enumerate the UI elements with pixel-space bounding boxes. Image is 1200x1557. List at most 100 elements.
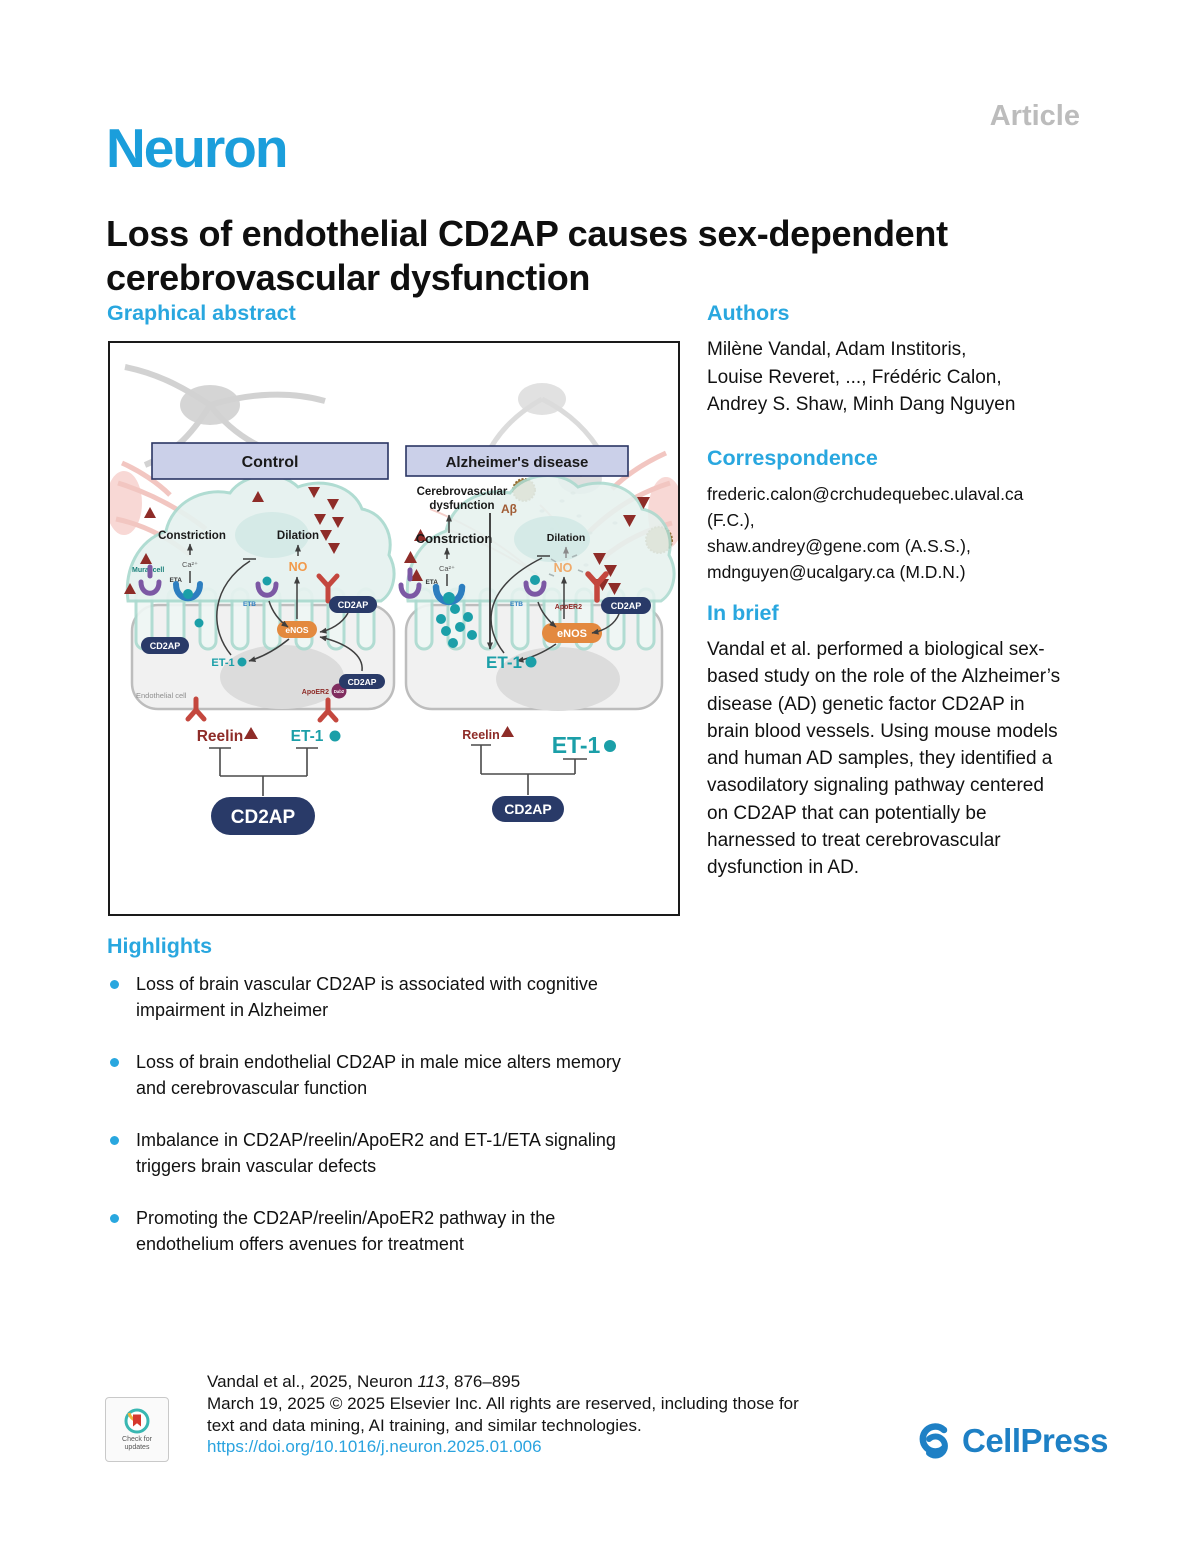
astrocyte-dome-left bbox=[125, 474, 396, 603]
author-line: Andrey S. Shaw, Minh Dang Nguyen bbox=[707, 394, 1016, 415]
citation-block: Vandal et al., 2025, Neuron 113, 876–895… bbox=[207, 1371, 799, 1458]
constriction-label-left: Constriction bbox=[158, 530, 226, 542]
correspondence-list: frederic.calon@crchudequebec.ulaval.ca (… bbox=[707, 481, 1023, 585]
ca-label-left: Ca²⁺ bbox=[182, 560, 198, 569]
svg-text:CD2AP: CD2AP bbox=[611, 601, 642, 611]
highlight-item: Imbalance in CD2AP/reelin/ApoER2 and ET-… bbox=[107, 1128, 692, 1179]
bullet-icon bbox=[110, 1058, 119, 1067]
apoer2-dab-complex-left: ApoER2 Dab2 CD2AP bbox=[302, 674, 385, 699]
highlight-text: Promoting the CD2AP/reelin/ApoER2 pathwa… bbox=[136, 1208, 556, 1254]
highlight-item: Loss of brain endothelial CD2AP in male … bbox=[107, 1050, 692, 1101]
mural-receptor-left bbox=[138, 564, 162, 596]
svg-text:Reelin: Reelin bbox=[197, 728, 244, 745]
highlight-item: Promoting the CD2AP/reelin/ApoER2 pathwa… bbox=[107, 1206, 692, 1257]
et1-dots-cluster-right bbox=[436, 604, 477, 648]
panel-header-control: Control bbox=[151, 442, 389, 480]
etb-receptor-left bbox=[255, 576, 279, 598]
graphical-abstract-svg: Control Alzheimer's disease Constriction… bbox=[106, 364, 684, 835]
svg-text:ET-1: ET-1 bbox=[291, 728, 324, 745]
et1-label-cell-right: ET-1 bbox=[486, 653, 537, 672]
svg-text:eNOS: eNOS bbox=[285, 625, 308, 635]
svg-text:CD2AP: CD2AP bbox=[231, 807, 296, 828]
apoer2-receptor-top-left bbox=[316, 573, 340, 604]
et1-label-cell-left: ET-1 bbox=[211, 657, 247, 669]
article-type-label: Article bbox=[989, 100, 1080, 132]
svg-text:ApoER2: ApoER2 bbox=[302, 689, 329, 696]
authors-heading: Authors bbox=[707, 301, 790, 325]
in-brief-text: Vandal et al. performed a biological sex… bbox=[707, 639, 1061, 879]
svg-text:ET-1: ET-1 bbox=[211, 657, 234, 669]
citation-line: Vandal et al., 2025, Neuron 113, 876–895 bbox=[207, 1372, 521, 1391]
graphical-abstract-heading: Graphical abstract bbox=[107, 301, 296, 325]
journal-logo: Neuron bbox=[106, 117, 288, 179]
svg-text:Control: Control bbox=[242, 454, 299, 471]
reelin-triangles-right bbox=[404, 497, 650, 595]
apoer2-label-right: ApoER2 bbox=[555, 604, 582, 611]
highlights-heading: Highlights bbox=[107, 934, 213, 958]
mural-receptor-right bbox=[398, 567, 422, 599]
cellpress-logo: CellPress bbox=[912, 1420, 1108, 1462]
check-for-updates-badge[interactable]: Check for updates bbox=[105, 1397, 169, 1462]
svg-text:CD2AP: CD2AP bbox=[338, 600, 369, 610]
cd2ap-pill-right: CD2AP bbox=[601, 597, 651, 614]
cd2ap-pill-mid-left: CD2AP bbox=[141, 637, 189, 654]
in-brief-heading: In brief bbox=[707, 601, 779, 625]
etb-label-left: ETB bbox=[243, 601, 256, 608]
correspondence-email: shaw.andrey@gene.com (A.S.S.), bbox=[707, 536, 971, 556]
svg-text:ET-1: ET-1 bbox=[486, 653, 522, 672]
highlights-list: Loss of brain vascular CD2AP is associat… bbox=[107, 972, 692, 1284]
doi-link[interactable]: https://doi.org/10.1016/j.neuron.2025.01… bbox=[207, 1437, 542, 1457]
eta-label-left: ETA bbox=[169, 577, 182, 584]
panel-header-ad: Alzheimer's disease bbox=[405, 445, 629, 477]
svg-text:ET-1: ET-1 bbox=[552, 732, 601, 758]
paper-title: Loss of endothelial CD2AP causes sex-dep… bbox=[106, 213, 948, 299]
eta-receptor-left bbox=[173, 581, 203, 602]
etb-receptor-right bbox=[523, 575, 547, 597]
enos-pill-right: eNOS bbox=[542, 623, 602, 643]
svg-text:Cerebrovascular: Cerebrovascular bbox=[417, 486, 508, 498]
etb-label-right: ETB bbox=[510, 601, 523, 608]
badge-text: Check for updates bbox=[122, 1435, 152, 1451]
correspondence-initials: (F.C.), bbox=[707, 510, 755, 530]
legend-left: Reelin ET-1 CD2AP bbox=[197, 727, 341, 835]
dilation-label-right: Dilation bbox=[547, 532, 586, 544]
no-label-left: NO bbox=[289, 560, 308, 574]
correspondence-email: mdnguyen@ucalgary.ca (M.D.N.) bbox=[707, 562, 966, 582]
bullet-icon bbox=[110, 1136, 119, 1145]
legend-right: Reelin ET-1 CD2AP bbox=[462, 726, 616, 822]
copyright-line: text and data mining, AI training, and s… bbox=[207, 1415, 642, 1435]
signal-arrows-right bbox=[490, 555, 620, 663]
crossmark-icon bbox=[124, 1408, 150, 1433]
correspondence-heading: Correspondence bbox=[707, 446, 878, 470]
correspondence-email: frederic.calon@crchudequebec.ulaval.ca bbox=[707, 484, 1024, 504]
highlight-text: Loss of brain vascular CD2AP is associat… bbox=[136, 974, 598, 1020]
signal-arrows-left bbox=[216, 558, 363, 672]
author-list: Milène Vandal, Adam Institoris, Louise R… bbox=[707, 336, 1015, 419]
svg-text:Dab2: Dab2 bbox=[334, 689, 345, 694]
svg-text:Alzheimer's disease: Alzheimer's disease bbox=[446, 454, 589, 471]
copyright-line: March 19, 2025 © 2025 Elsevier Inc. All … bbox=[207, 1393, 799, 1413]
bullet-icon bbox=[110, 1214, 119, 1223]
dilation-label-left: Dilation bbox=[277, 530, 319, 542]
svg-text:eNOS: eNOS bbox=[557, 628, 587, 640]
graphical-abstract-figure: Control Alzheimer's disease Constriction… bbox=[106, 341, 684, 916]
reelin-triangles-left bbox=[124, 487, 344, 594]
abeta-label: Aβ bbox=[501, 502, 517, 516]
highlight-item: Loss of brain vascular CD2AP is associat… bbox=[107, 972, 692, 1023]
cerebrovascular-dysfunction-label: Cerebrovascular dysfunction bbox=[417, 486, 508, 512]
bullet-icon bbox=[110, 980, 119, 989]
author-line: Milène Vandal, Adam Institoris, bbox=[707, 339, 967, 360]
highlight-text: Imbalance in CD2AP/reelin/ApoER2 and ET-… bbox=[136, 1130, 616, 1176]
constriction-label-right: Constriction bbox=[416, 531, 493, 546]
svg-text:CD2AP: CD2AP bbox=[504, 801, 551, 817]
cellpress-name: CellPress bbox=[962, 1422, 1108, 1459]
et1-dot-floating-left bbox=[194, 618, 204, 628]
highlight-text: Loss of brain endothelial CD2AP in male … bbox=[136, 1052, 621, 1098]
svg-text:CD2AP: CD2AP bbox=[348, 677, 377, 687]
ca-label-right: Ca²⁺ bbox=[439, 564, 455, 573]
bottom-receptors-left bbox=[185, 696, 339, 723]
cd2ap-pill-top-left: CD2AP bbox=[329, 596, 377, 613]
endothelial-cell-label: Endothelial cell bbox=[136, 691, 187, 700]
cellpress-mark-icon bbox=[919, 1423, 948, 1459]
svg-text:Reelin: Reelin bbox=[462, 728, 500, 742]
